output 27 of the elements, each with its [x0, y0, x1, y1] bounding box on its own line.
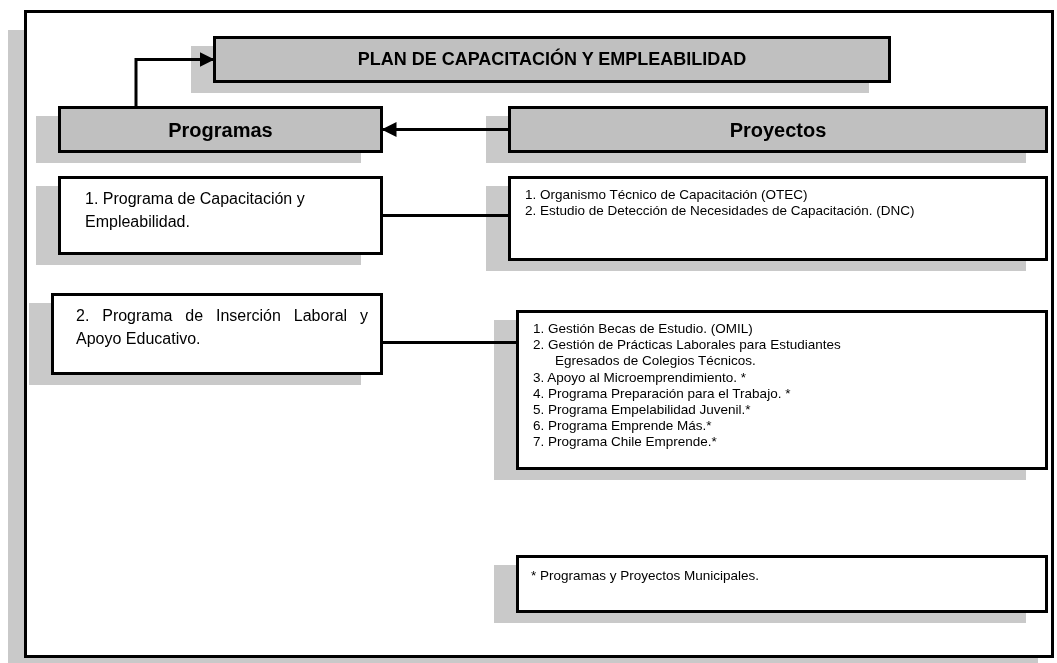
list-item: 2. Estudio de Detección de Necesidades de Capacitación. (DNC) [525, 203, 916, 220]
title-text: PLAN DE CAPACITACIÓN Y EMPLEABILIDAD [357, 47, 747, 71]
program-text: 1. Programa de Capacitación y Empleabilidad. [85, 189, 306, 233]
arrow [134, 52, 215, 106]
header-box [508, 106, 1048, 153]
header-box [58, 106, 383, 153]
list-item: 5. Programa Empelabilidad Juvenil.* [533, 401, 752, 419]
list-item: 7. Programa Chile Emprende.* [533, 434, 718, 451]
title-box [213, 36, 891, 83]
arrow [381, 122, 508, 137]
list-item: 1. Organismo Técnico de Capacitación (OTEC) [525, 187, 809, 204]
connector-line [383, 341, 516, 344]
program-text: 2. Programa de Inserción Laboral y Apoyo Educativo. [76, 306, 368, 350]
header-text: Programas [168, 117, 273, 143]
note-box [516, 555, 1048, 613]
project-list-box [508, 176, 1048, 261]
list-item: 2. Gestión de Prácticas Laborales para Estudiantes Egresados de Colegios Técnicos. [533, 337, 842, 370]
list-item: 3. Apoyo al Microemprendimiento. * [533, 369, 748, 386]
program-box [58, 176, 383, 255]
project-list-box [516, 310, 1048, 470]
list-item: 1. Gestión Becas de Estudio. (OMIL) [533, 321, 754, 338]
list-item: 6. Programa Emprende Más.* [533, 418, 713, 435]
list-item: 4. Programa Preparación para el Trabajo. * [533, 385, 792, 402]
header-text: Proyectos [729, 117, 827, 143]
note-text: * Programas y Proyectos Municipales. [531, 567, 761, 585]
program-box [51, 293, 383, 375]
connector-line [383, 214, 508, 217]
